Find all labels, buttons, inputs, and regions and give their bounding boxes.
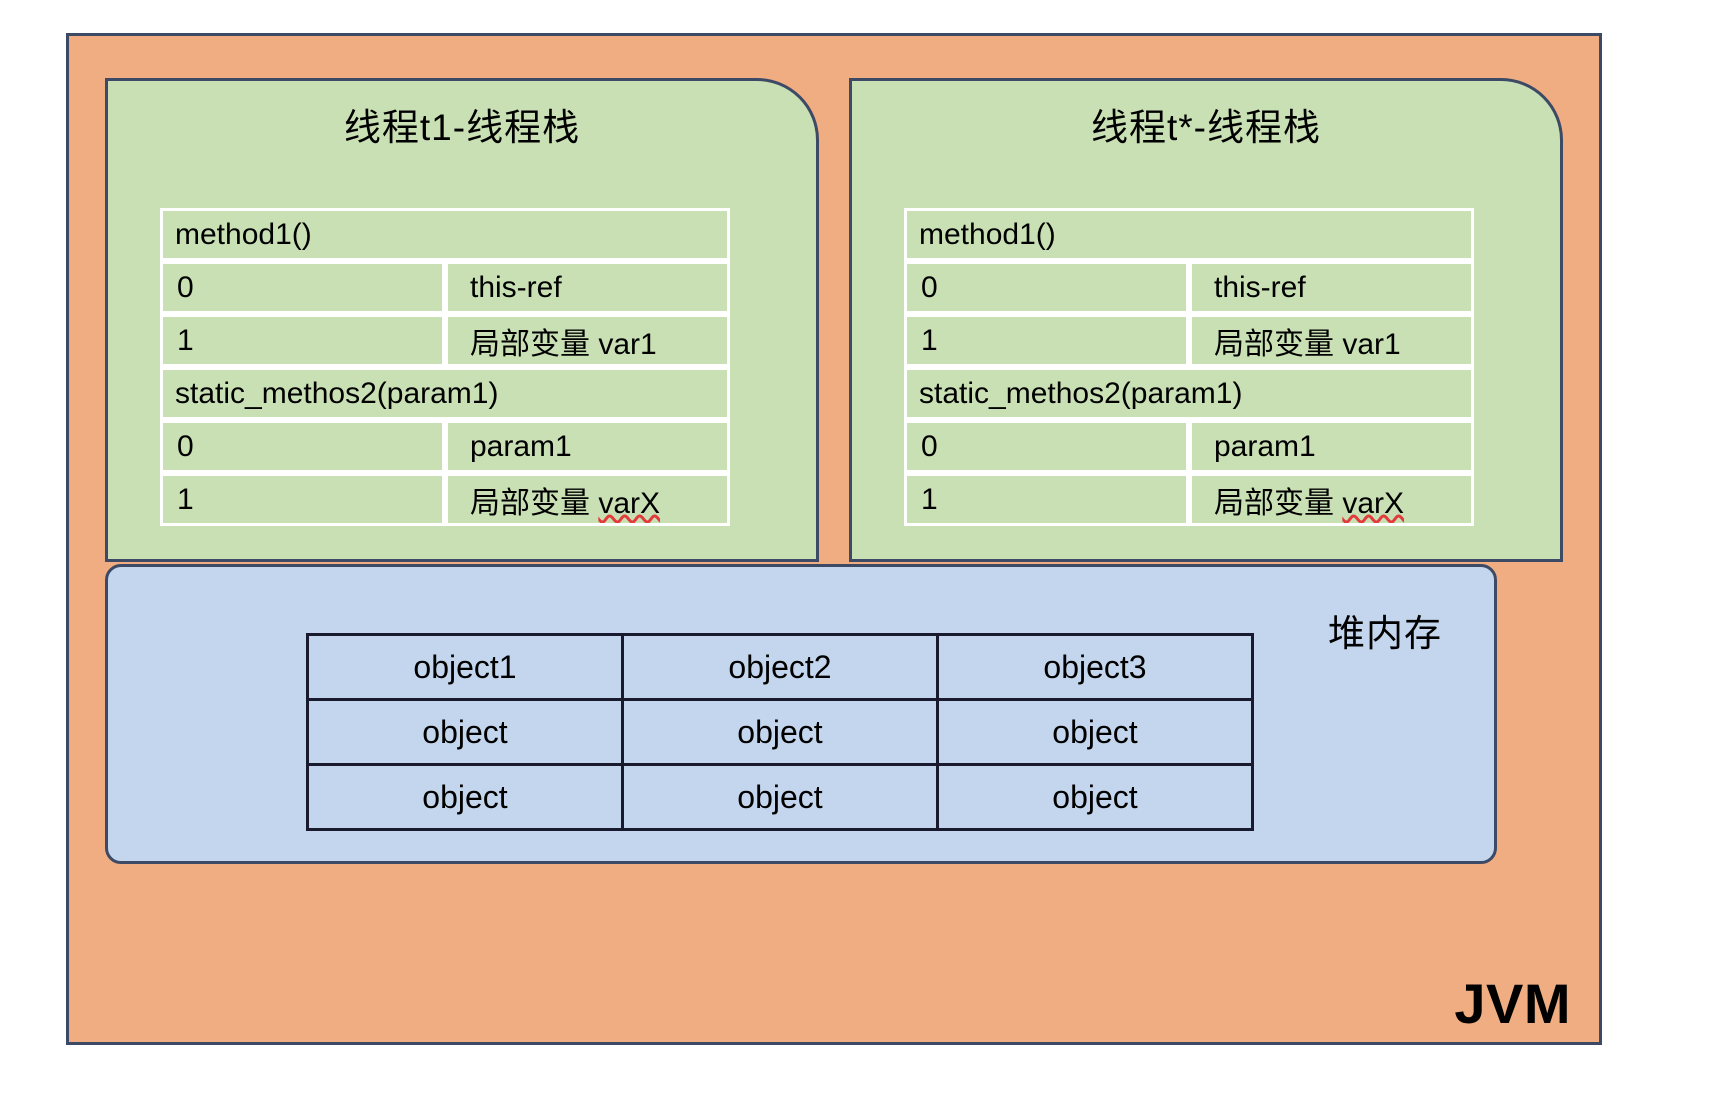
slot-value-misspelled: varX	[598, 486, 661, 520]
table-row: 1 局部变量 varX	[160, 473, 730, 526]
frame-method-name: static_methos2(param1)	[160, 367, 730, 420]
stack-frame-table: method1() 0 this-ref 1 局部变量 var1 static_…	[904, 208, 1474, 526]
table-row: 1 局部变量 var1	[904, 314, 1474, 367]
slot-index: 0	[160, 420, 445, 473]
slot-value: param1	[445, 420, 730, 473]
slot-index: 1	[160, 473, 445, 526]
heap-object-cell: object	[936, 763, 1254, 831]
slot-index: 0	[904, 420, 1189, 473]
jvm-label: JVM	[1454, 972, 1571, 1035]
heap-object-cell: object	[306, 763, 624, 831]
slot-value-prefix: 局部变量	[1214, 486, 1343, 520]
heap-object-cell: object3	[936, 633, 1254, 701]
slot-index: 1	[904, 473, 1189, 526]
slot-value: 局部变量 varX	[445, 473, 730, 526]
stack-frame-table: method1() 0 this-ref 1 局部变量 var1 static_…	[160, 208, 730, 526]
slot-value: param1	[1189, 420, 1474, 473]
thread-stack-panel-t1: 线程t1-线程栈 method1() 0 this-ref 1 局部变量 var…	[105, 78, 819, 562]
slot-value: this-ref	[1189, 261, 1474, 314]
slot-index: 0	[904, 261, 1189, 314]
heap-object-cell: object	[936, 698, 1254, 766]
slot-index: 1	[160, 314, 445, 367]
slot-index: 1	[904, 314, 1189, 367]
heap-object-cell: object	[621, 763, 939, 831]
slot-value-prefix: 局部变量	[470, 486, 599, 520]
slot-value: 局部变量 var1	[1189, 314, 1474, 367]
heap-object-cell: object2	[621, 633, 939, 701]
table-row: 1 局部变量 varX	[904, 473, 1474, 526]
thread-stack-title: 线程t*-线程栈	[1091, 107, 1321, 148]
thread-stack-panel-tn: 线程t*-线程栈 method1() 0 this-ref 1 局部变量 var…	[849, 78, 1563, 562]
heap-memory-label: 堆内存	[1328, 613, 1442, 654]
heap-object-cell: object	[621, 698, 939, 766]
table-row: 0 this-ref	[904, 261, 1474, 314]
table-row: object object object	[306, 763, 1254, 831]
table-row: 0 this-ref	[160, 261, 730, 314]
thread-stack-title: 线程t1-线程栈	[343, 107, 581, 148]
table-row: 1 局部变量 var1	[160, 314, 730, 367]
heap-object-table: object1 object2 object3 object object ob…	[306, 633, 1254, 831]
slot-value: 局部变量 var1	[445, 314, 730, 367]
frame-method-name: method1()	[904, 208, 1474, 261]
table-row: 0 param1	[904, 420, 1474, 473]
slot-value: 局部变量 varX	[1189, 473, 1474, 526]
table-row: method1()	[904, 208, 1474, 261]
table-row: 0 param1	[160, 420, 730, 473]
table-row: method1()	[160, 208, 730, 261]
jvm-container: 线程t1-线程栈 method1() 0 this-ref 1 局部变量 var…	[66, 33, 1602, 1045]
heap-object-cell: object1	[306, 633, 624, 701]
slot-index: 0	[160, 261, 445, 314]
slot-value-misspelled: varX	[1342, 486, 1405, 520]
slot-value: this-ref	[445, 261, 730, 314]
table-row: object1 object2 object3	[306, 633, 1254, 701]
table-row: static_methos2(param1)	[160, 367, 730, 420]
heap-object-cell: object	[306, 698, 624, 766]
frame-method-name: static_methos2(param1)	[904, 367, 1474, 420]
table-row: object object object	[306, 698, 1254, 766]
table-row: static_methos2(param1)	[904, 367, 1474, 420]
heap-memory-panel: 堆内存 object1 object2 object3 object objec…	[105, 564, 1497, 864]
frame-method-name: method1()	[160, 208, 730, 261]
